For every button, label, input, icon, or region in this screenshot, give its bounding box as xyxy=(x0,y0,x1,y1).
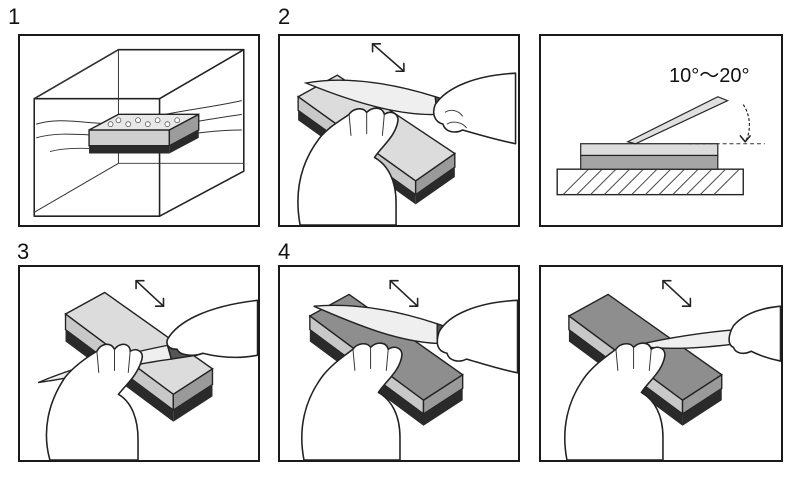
panel-1-soak-stone xyxy=(18,34,260,227)
panel-2-sharpen-front xyxy=(278,34,520,227)
finishing-back-illustration xyxy=(564,279,781,460)
step-number-4: 4 xyxy=(278,239,291,264)
step-number-1: 1 xyxy=(8,4,21,29)
step-number-3: 3 xyxy=(17,239,30,264)
step-number-2: 2 xyxy=(278,4,291,29)
soaking-tank-illustration xyxy=(33,48,245,217)
panel-angle-diagram: 10°～20° xyxy=(539,34,783,227)
finishing-front-illustration xyxy=(301,279,518,460)
panel-4-finish-sharpen xyxy=(278,265,520,462)
angle-range-label: 10°～20° xyxy=(669,65,750,87)
angle-diagram-illustration xyxy=(556,96,765,196)
sharpening-front-illustration xyxy=(296,43,517,225)
panel-3-sharpen-back xyxy=(18,265,260,462)
sharpening-back-illustration xyxy=(37,279,258,460)
panel-finish-back xyxy=(539,265,783,462)
